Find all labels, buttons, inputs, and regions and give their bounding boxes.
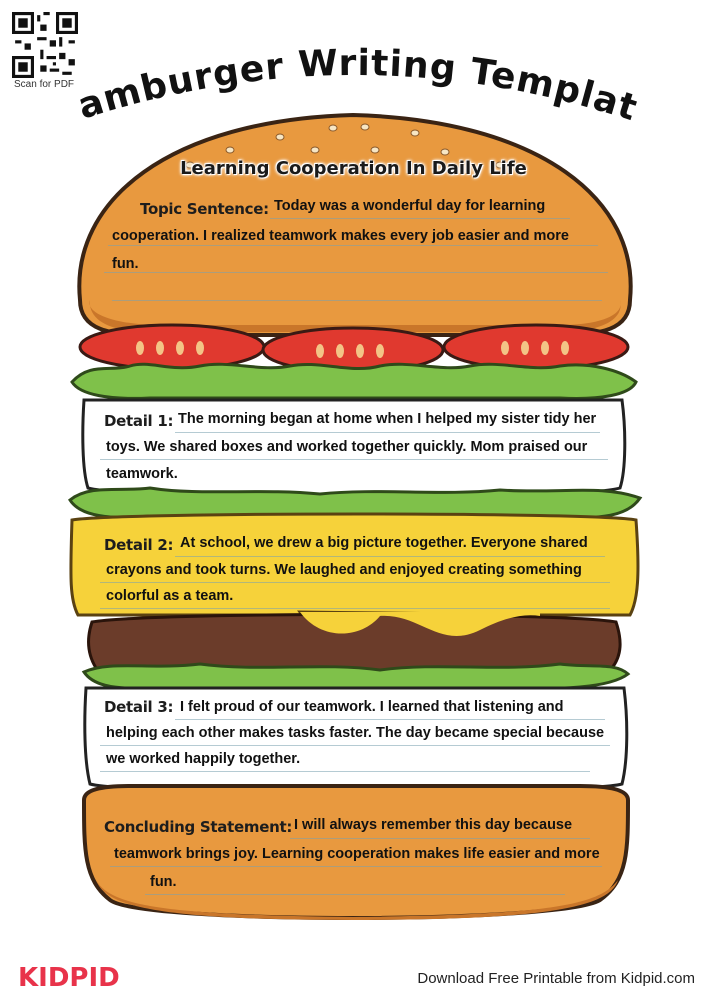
bottom-bun <box>81 784 631 920</box>
cheese-slice <box>69 512 640 617</box>
topic-line-3: fun. <box>112 256 139 272</box>
detail1-line-2: toys. We shared boxes and worked togethe… <box>106 439 588 455</box>
detail1-label: Detail 1: <box>104 412 174 430</box>
detail2-line-1: At school, we drew a big picture togethe… <box>180 535 588 551</box>
conclusion-line-2: teamwork brings joy. Learning cooperatio… <box>114 846 600 862</box>
page-title: Hamburger Writing Template <box>70 40 640 129</box>
qr-code-icon[interactable] <box>12 12 78 78</box>
scan-caption: Scan for PDF <box>14 79 75 90</box>
conclusion-line-1: I will always remember this day because <box>294 817 573 833</box>
conclusion-label: Concluding Statement: <box>104 818 293 836</box>
conclusion-line-3: fun. <box>150 874 177 890</box>
detail2-line-3: colorful as a team. <box>106 588 234 604</box>
topic-line-1: Today was a wonderful day for learning <box>274 198 546 214</box>
detail3-line-1: I felt proud of our teamwork. I learned … <box>180 699 564 715</box>
sesame-seeds <box>185 123 505 169</box>
detail2-line-2: crayons and took turns. We laughed and e… <box>106 562 582 578</box>
download-link[interactable]: Download Free Printable from Kidpid.com <box>417 970 695 987</box>
detail2-label: Detail 2: <box>104 536 174 554</box>
detail3-label: Detail 3: <box>104 698 174 716</box>
detail3-line-2: helping each other makes tasks faster. T… <box>106 725 605 741</box>
detail1-line-3: teamwork. <box>106 466 178 482</box>
tomato-slices <box>78 323 630 374</box>
detail3-line-3: we worked happily together. <box>106 751 301 767</box>
lettuce-top <box>70 362 638 400</box>
kidpid-logo[interactable]: KIDPID <box>18 960 122 992</box>
svg-text:KIDPID: KIDPID <box>18 963 120 992</box>
detail1-line-1: The morning began at home when I helped … <box>178 411 597 427</box>
subtitle: Learning Cooperation In Daily Life <box>180 158 527 179</box>
svg-text:Hamburger Writing Template: Hamburger Writing Template <box>70 40 640 129</box>
topic-label: Topic Sentence: <box>140 200 269 218</box>
topic-line-2: cooperation. I realized teamwork makes e… <box>112 228 569 244</box>
